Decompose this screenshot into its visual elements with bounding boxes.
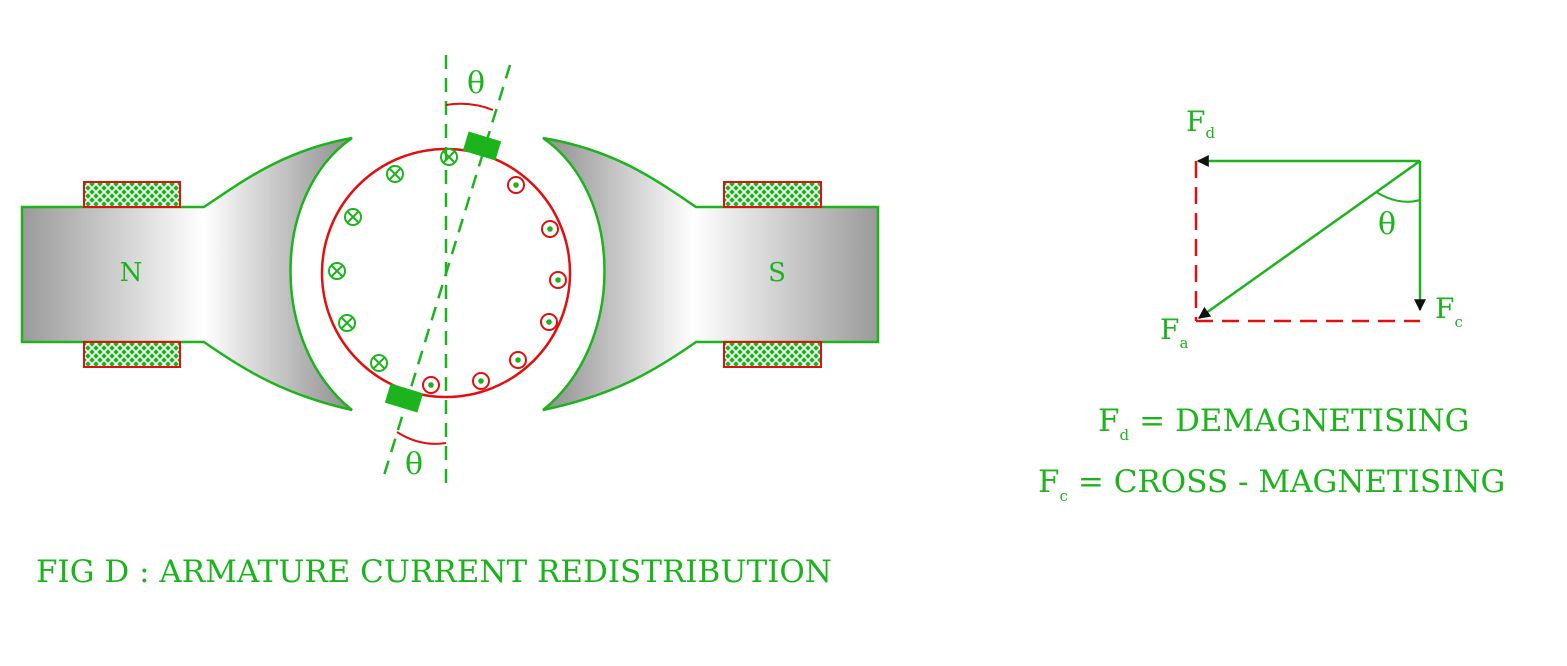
mmf-phasor-diagram: θ Fd Fa Fc xyxy=(1160,105,1463,352)
fa-vector-label: Fa xyxy=(1160,313,1188,352)
south-pole-body xyxy=(542,136,880,412)
conductor-dot xyxy=(509,351,527,369)
brush-top xyxy=(462,131,502,161)
conductor-dot xyxy=(472,372,490,390)
phasor-angle-label: θ xyxy=(1378,207,1396,242)
south-field-coil-top xyxy=(723,181,822,208)
conductor-cross xyxy=(328,262,346,280)
conductor-cross xyxy=(440,148,458,166)
angle-label-bottom: θ xyxy=(405,447,423,482)
magnetic-neutral-axis xyxy=(380,64,512,483)
north-pole-body xyxy=(20,136,353,412)
conductor-dot xyxy=(422,376,440,394)
legend-demagnetising: Fd= DEMAGNETISING xyxy=(1098,403,1469,444)
conductor-cross xyxy=(338,314,356,332)
phasor-angle-arc xyxy=(1375,191,1421,203)
conductor-dot xyxy=(549,271,567,289)
angle-arc-bottom xyxy=(396,431,447,445)
brush-bottom xyxy=(384,383,424,413)
conductor-dot xyxy=(540,313,558,331)
fa-vector-arrow xyxy=(1198,159,1421,320)
conductors-into-page xyxy=(328,148,458,372)
fc-vector-label: Fc xyxy=(1435,292,1463,331)
legend-cross-magnetising: Fc= CROSS - MAGNETISING xyxy=(1038,464,1505,505)
fd-vector-label: Fd xyxy=(1186,105,1215,142)
legend: Fd= DEMAGNETISING Fc= CROSS - MAGNETISIN… xyxy=(1038,403,1505,505)
north-pole: N xyxy=(20,136,353,412)
north-field-coil-top xyxy=(83,181,181,208)
south-pole-label: S xyxy=(768,258,786,288)
conductor-cross xyxy=(344,208,362,226)
north-pole-label: N xyxy=(120,258,143,288)
south-field-coil-bottom xyxy=(723,341,822,368)
conductor-dot xyxy=(507,176,525,194)
angle-label-top: θ xyxy=(467,66,485,101)
north-field-coil-bottom xyxy=(83,341,181,368)
conductor-dot xyxy=(541,220,559,238)
figure-caption: FIG D : ARMATURE CURRENT REDISTRIBUTION xyxy=(36,554,832,590)
conductors-out-of-page xyxy=(422,176,567,394)
south-pole: S xyxy=(542,136,880,412)
conductor-cross xyxy=(370,354,388,372)
angle-arc-top xyxy=(445,102,494,111)
conductor-cross xyxy=(386,165,404,183)
